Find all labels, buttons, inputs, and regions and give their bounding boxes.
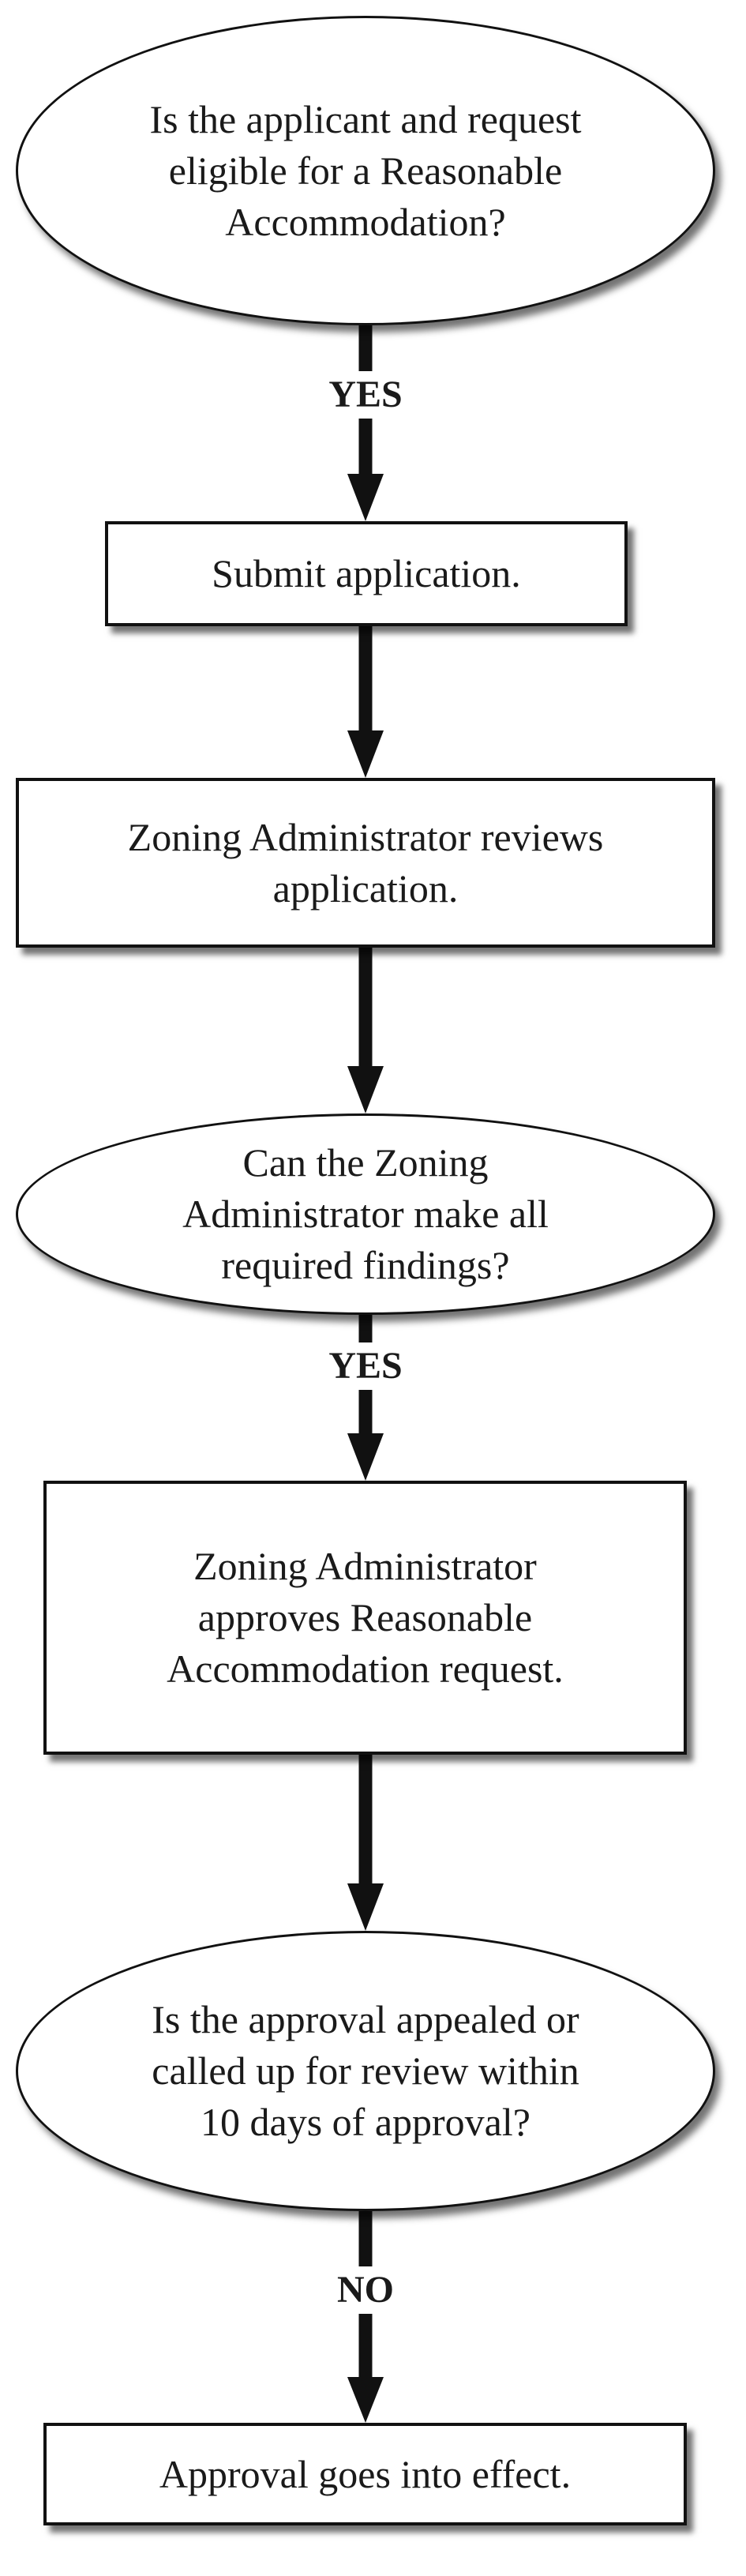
decision-findings: Can the Zoning Administrator make all re… (16, 1113, 715, 1315)
step-zoning-review-text: Zoning Administrator reviews application… (128, 812, 604, 914)
arrow-review-to-findings (347, 948, 384, 1113)
arrow-approve-to-appeal (347, 1755, 384, 1931)
decision-eligibility-text: Is the applicant and request eligible fo… (149, 94, 581, 248)
step-zoning-review-line-1: Zoning Administrator reviews (127, 814, 604, 859)
decision-appeal-line-2: called up for review within (152, 2048, 579, 2093)
step-zoning-approves-line-1: Zoning Administrator (193, 1544, 537, 1588)
decision-appeal-text: Is the approval appealed or called up fo… (152, 1994, 579, 2148)
decision-appeal: Is the approval appealed or called up fo… (16, 1931, 715, 2211)
step-approval-effect: Approval goes into effect. (43, 2423, 687, 2525)
step-zoning-review: Zoning Administrator reviews application… (16, 778, 715, 948)
decision-findings-text: Can the Zoning Administrator make all re… (182, 1137, 549, 1291)
decision-eligibility-line-1: Is the applicant and request (149, 96, 582, 141)
step-approval-effect-text: Approval goes into effect. (159, 2451, 572, 2496)
decision-eligibility-line-2: eligible for a Reasonable (168, 148, 563, 193)
step-zoning-approves: Zoning Administrator approves Reasonable… (43, 1481, 687, 1755)
decision-eligibility: Is the applicant and request eligible fo… (16, 16, 715, 325)
step-zoning-approves-line-2: approves Reasonable (197, 1595, 533, 1639)
arrow-appeal-to-effect (347, 2211, 384, 2423)
step-zoning-approves-line-3: Accommodation request. (167, 1647, 564, 1691)
arrow-findings-to-approve (347, 1315, 384, 1481)
arrow-eligibility-to-submit (347, 325, 384, 521)
decision-appeal-line-3: 10 days of approval? (201, 2100, 530, 2144)
edge-label-yes-eligibility: YES (287, 371, 444, 419)
decision-appeal-line-1: Is the approval appealed or (152, 1997, 579, 2041)
step-submit-application: Submit application. (105, 521, 628, 626)
step-submit-application-text: Submit application. (212, 551, 521, 595)
decision-findings-line-3: required findings? (221, 1243, 510, 1287)
edge-label-no-appeal: NO (287, 2266, 444, 2314)
step-zoning-approves-text: Zoning Administrator approves Reasonable… (167, 1541, 564, 1695)
decision-findings-line-1: Can the Zoning (242, 1140, 489, 1185)
decision-findings-line-2: Administrator make all (182, 1192, 549, 1236)
edge-label-yes-findings: YES (287, 1342, 444, 1390)
decision-eligibility-line-3: Accommodation? (225, 199, 506, 244)
arrow-submit-to-review (347, 626, 384, 778)
step-zoning-review-line-2: application. (272, 866, 459, 911)
